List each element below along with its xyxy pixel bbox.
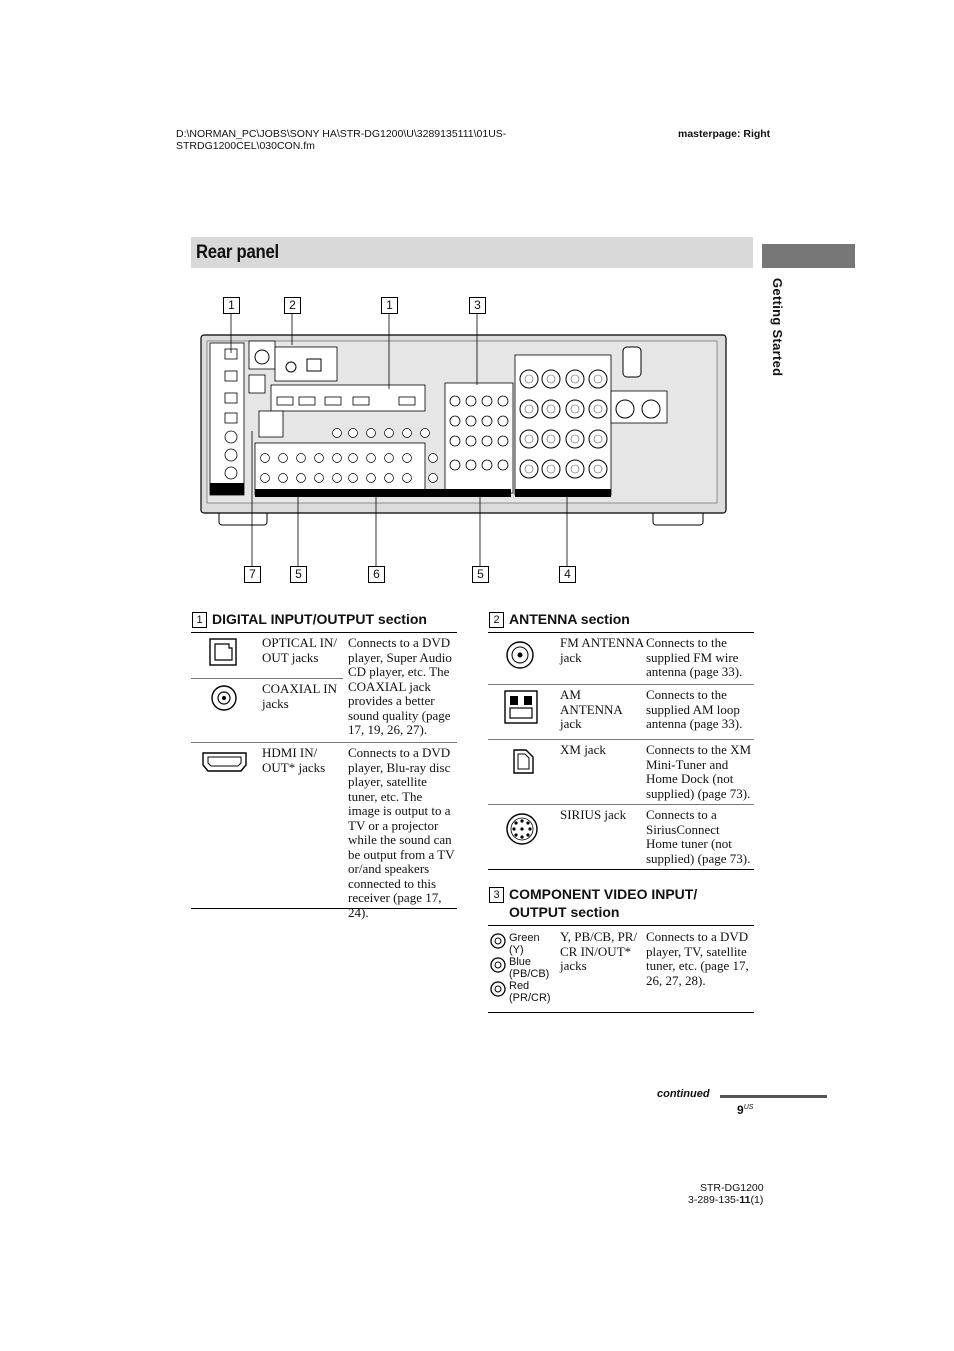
figure-callout-4: 4 bbox=[559, 566, 576, 583]
rear-panel-figure: 1 2 1 3 7 5 6 5 4 bbox=[195, 293, 740, 588]
red-label: Red bbox=[509, 980, 530, 992]
antenna-table-top-rule bbox=[488, 632, 754, 633]
coaxial-jack-icon bbox=[211, 685, 237, 711]
model-number: STR-DG1200 bbox=[700, 1182, 764, 1194]
xm-jack-icon bbox=[513, 749, 534, 774]
page-title: Rear panel bbox=[196, 242, 279, 263]
component-jack-name: Y, PB/CB, PR/ CR IN/OUT* jacks bbox=[560, 929, 644, 974]
green-signal-label: (Y) bbox=[509, 944, 524, 956]
figure-callout-5b: 5 bbox=[472, 566, 489, 583]
component-table-bottom-rule bbox=[488, 1012, 754, 1013]
fm-antenna-jack-name: FM ANTENNA jack bbox=[560, 635, 644, 665]
page-number-suffix: US bbox=[743, 1104, 754, 1111]
page-number: 9US bbox=[737, 1103, 753, 1117]
xm-jack-description: Connects to the XM Mini-Tuner and Home D… bbox=[646, 742, 752, 801]
am-antenna-jack-name: AM ANTENNA jack bbox=[560, 687, 623, 731]
component-section-title-line1: COMPONENT VIDEO INPUT/ bbox=[509, 886, 698, 902]
part-code-suffix: (1) bbox=[750, 1194, 764, 1206]
part-code: 3-289-135-11(1) bbox=[688, 1194, 763, 1206]
coaxial-jack-name: COAXIAL IN jacks bbox=[262, 681, 337, 711]
side-tab-label: Getting Started bbox=[770, 278, 785, 377]
sirius-jack-icon bbox=[506, 813, 538, 845]
file-path: D:\NORMAN_PC\JOBS\SONY HA\STR-DG1200\U\3… bbox=[176, 128, 506, 152]
page-number-value: 9 bbox=[737, 1103, 744, 1117]
digital-section-title: 1 DIGITAL INPUT/OUTPUT section bbox=[192, 610, 427, 628]
fm-antenna-description: Connects to the supplied FM wire antenna… bbox=[646, 635, 743, 679]
blue-signal-label: (PB/CB) bbox=[509, 968, 550, 980]
part-code-prefix: 3-289-135- bbox=[688, 1194, 740, 1206]
figure-callout-1b: 1 bbox=[381, 297, 398, 314]
antenna-table-bottom-rule bbox=[488, 869, 754, 870]
continued-label: continued bbox=[657, 1088, 710, 1100]
digital-section-number: 1 bbox=[192, 612, 207, 628]
side-tab-marker bbox=[762, 244, 855, 268]
digital-table-top-rule bbox=[191, 632, 457, 633]
blue-label: Blue bbox=[509, 956, 532, 968]
component-jack-name-line2: CR IN/OUT* bbox=[560, 943, 632, 959]
hdmi-jack-description: Connects to a DVD player, Blu-ray disc p… bbox=[348, 745, 455, 920]
red-signal-label: (PR/CR) bbox=[509, 992, 551, 1004]
component-color-labels: Green (Y) Blue (PB/CB) Red (PR/CR) bbox=[509, 932, 551, 1004]
sirius-jack-name: SIRIUS jack bbox=[560, 807, 627, 822]
digital-row-divider-1 bbox=[191, 678, 343, 679]
antenna-section-title-text: ANTENNA section bbox=[509, 611, 630, 627]
antenna-row-divider-2 bbox=[488, 739, 754, 740]
figure-callout-5a: 5 bbox=[290, 566, 307, 583]
antenna-section-number: 2 bbox=[489, 612, 504, 628]
digital-row-divider-2 bbox=[191, 742, 457, 743]
optical-jack-name: OPTICAL IN/ OUT jacks bbox=[262, 635, 337, 665]
digital-section-title-text: DIGITAL INPUT/OUTPUT section bbox=[212, 611, 427, 627]
am-antenna-description: Connects to the supplied AM loop antenna… bbox=[646, 687, 743, 731]
component-section-title-line2: OUTPUT section bbox=[509, 904, 620, 920]
figure-callout-7: 7 bbox=[244, 566, 261, 583]
green-label: Green bbox=[509, 932, 540, 944]
file-path-line1: D:\NORMAN_PC\JOBS\SONY HA\STR-DG1200\U\3… bbox=[176, 128, 507, 140]
figure-callout-1a: 1 bbox=[223, 297, 240, 314]
sirius-jack-description: Connects to a SiriusConnect Home tuner (… bbox=[646, 807, 751, 866]
figure-callout-6: 6 bbox=[368, 566, 385, 583]
antenna-row-divider-3 bbox=[488, 804, 754, 805]
hdmi-jack-name: HDMI IN/ OUT* jacks bbox=[262, 745, 326, 775]
component-jack-name-line1: Y, PB/CB, PR/ bbox=[560, 929, 638, 944]
component-jack-name-line3: jacks bbox=[560, 958, 587, 973]
optical-coaxial-description: Connects to a DVD player, Super Audio CD… bbox=[348, 635, 452, 737]
optical-jack-icon bbox=[209, 638, 237, 666]
file-path-line2: STRDG1200CEL\030CON.fm bbox=[176, 140, 315, 152]
hdmi-jack-icon bbox=[202, 752, 247, 772]
component-table-top-rule bbox=[488, 925, 754, 926]
figure-callout-2: 2 bbox=[284, 297, 301, 314]
digital-table-bottom-rule bbox=[191, 908, 457, 909]
component-jacks-icon bbox=[490, 933, 506, 997]
xm-jack-name: XM jack bbox=[560, 742, 606, 757]
antenna-section-title: 2 ANTENNA section bbox=[489, 610, 630, 628]
rear-panel-illustration bbox=[200, 311, 727, 567]
figure-callout-3: 3 bbox=[469, 297, 486, 314]
fm-antenna-jack-icon bbox=[506, 641, 534, 669]
antenna-row-divider-1 bbox=[488, 684, 754, 685]
component-jack-description: Connects to a DVD player, TV, satellite … bbox=[646, 929, 749, 988]
component-section-number: 3 bbox=[489, 887, 504, 903]
am-antenna-jack-icon bbox=[504, 690, 538, 724]
component-section-title: 3 COMPONENT VIDEO INPUT/ bbox=[489, 885, 697, 903]
title-band: Rear panel bbox=[191, 237, 753, 268]
masterpage-label: masterpage: Right bbox=[678, 128, 771, 140]
continued-rule bbox=[720, 1095, 827, 1098]
part-code-bold: 11 bbox=[739, 1194, 751, 1206]
